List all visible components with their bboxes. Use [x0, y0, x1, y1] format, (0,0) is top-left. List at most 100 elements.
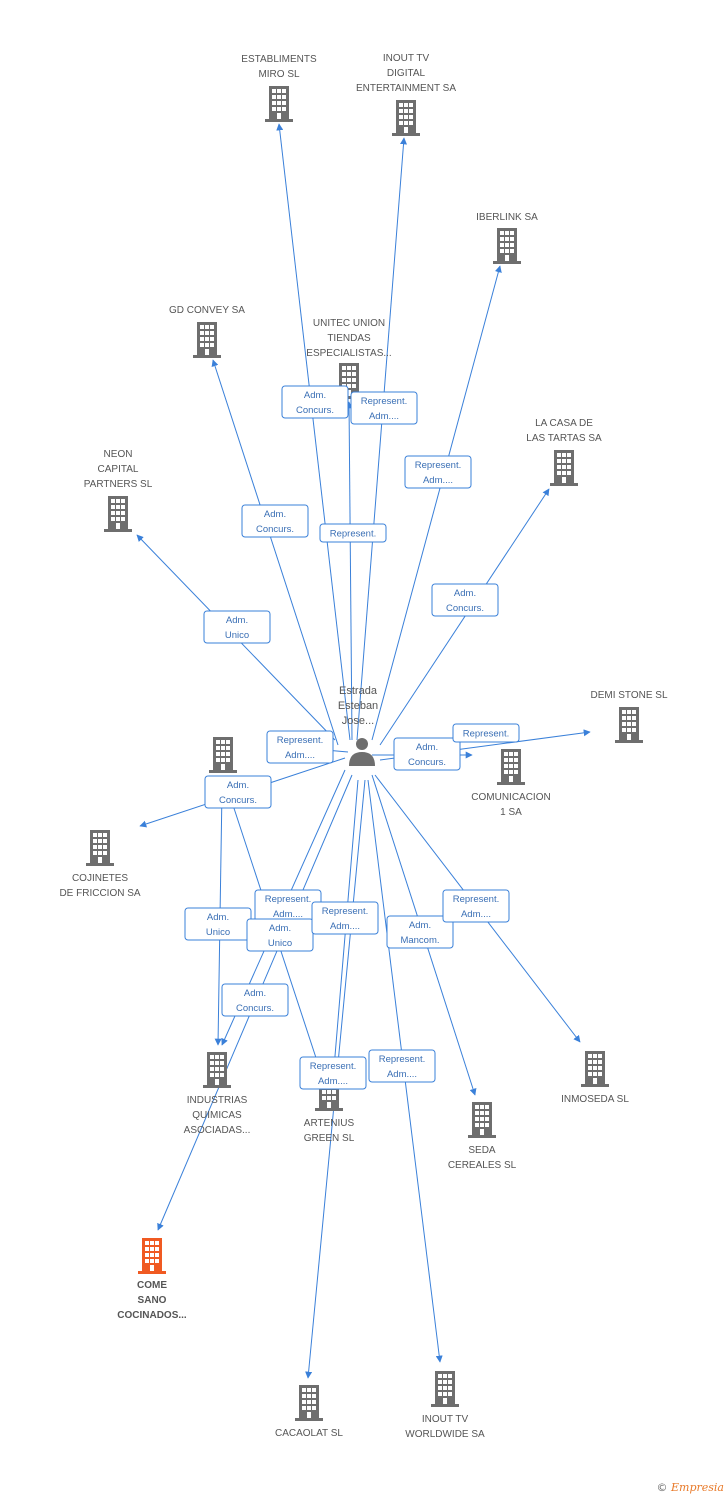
building-icon [138, 1238, 166, 1274]
building-icon [615, 707, 643, 743]
building-icon [392, 100, 420, 136]
building-icon [468, 1102, 496, 1138]
relation-label-r6[interactable]: Adm.Concurs. [431, 583, 499, 617]
company-label-line: ARTENIUS [304, 1118, 355, 1129]
company-label-line: INOUT TV [383, 53, 430, 64]
relation-label-r14[interactable]: Adm.Unico [246, 918, 314, 952]
relation-text-line: Represent. [310, 1061, 356, 1072]
building-icon [295, 1385, 323, 1421]
building-icon [203, 1052, 231, 1088]
company-label-line: TIENDAS [327, 333, 371, 344]
person-name-line: Jose... [342, 715, 374, 727]
relation-text-line: Represent. [277, 735, 323, 746]
relation-text-line: Concurs. [256, 524, 294, 535]
relation-label-r8[interactable]: Represent.Adm.... [266, 730, 334, 764]
relation-label-r15[interactable]: Represent.Adm.... [311, 901, 379, 935]
edge-1 [276, 123, 351, 741]
building-icon [86, 830, 114, 866]
company-label-line: ESTABLIMENTS [241, 54, 317, 65]
company-node-industrias[interactable]: INDUSTRIASQUIMICASASOCIADAS... [184, 1052, 251, 1136]
company-label-line: ENTERTAINMENT SA [356, 83, 456, 94]
relation-label-r7[interactable]: Adm.Unico [203, 610, 271, 644]
company-label-line: 1 SA [500, 807, 522, 818]
company-label-line: CAPITAL [98, 464, 139, 475]
company-label-line: SEDA [468, 1145, 496, 1156]
company-label-line: QUIMICAS [192, 1110, 242, 1121]
relation-label-r3[interactable]: Represent.Adm.... [404, 455, 472, 489]
building-icon [265, 86, 293, 122]
relation-label-r12[interactable]: Adm.Unico [184, 907, 252, 941]
company-node-comunicacion[interactable]: COMUNICACION 1 SA [471, 749, 551, 818]
company-label-line: GD CONVEY SA [169, 305, 245, 316]
company-label-line: COMUNICACION [471, 792, 550, 803]
relation-text-line: Represent. [330, 529, 376, 540]
person-node[interactable]: EstradaEstebanJose... [338, 685, 378, 766]
footer-brand[interactable]: © Empresia [657, 1481, 725, 1494]
person-name-line: Estrada [339, 685, 378, 697]
edge-3 [371, 265, 502, 741]
company-label-line: SANO [138, 1295, 167, 1306]
building-icon [209, 737, 237, 773]
relation-label-r13[interactable]: Represent. Adm.... [254, 889, 322, 923]
relation-text-line: Represent. [463, 729, 509, 740]
company-label-line: COCINADOS... [117, 1310, 187, 1321]
relation-label-r10[interactable]: Represent. [452, 723, 520, 743]
relation-text-line: Adm.... [318, 1076, 348, 1087]
company-label-line: LAS TARTAS SA [526, 433, 602, 444]
relation-text-line: Concurs. [446, 603, 484, 614]
company-node-iberlink[interactable]: IBERLINK SA [476, 212, 538, 264]
relation-text-line: Represent. [265, 894, 311, 905]
relation-text-line: Adm. [226, 615, 248, 626]
relation-label-r2[interactable]: Represent.Adm.... [350, 391, 418, 425]
relation-text-line: Concurs. [408, 757, 446, 768]
company-label-line: PARTNERS SL [84, 479, 153, 490]
company-label-line: INDUSTRIAS [187, 1095, 248, 1106]
company-label-line: DEMI STONE SL [590, 690, 667, 701]
relation-text-line: Adm. [269, 923, 291, 934]
company-label-line: DE FRICCION SA [59, 888, 140, 899]
building-icon [550, 450, 578, 486]
company-label-line: ESPECIALISTAS... [306, 348, 391, 359]
company-node-demi-stone[interactable]: DEMI STONE SL [590, 690, 668, 743]
building-icon [497, 749, 525, 785]
relation-label-r16[interactable]: Adm.Mancom. [386, 915, 454, 949]
relation-label-r1[interactable]: Adm.Concurs. [281, 385, 349, 419]
company-node-inmoseda[interactable]: INMOSEDA SL [561, 1051, 629, 1105]
relation-text-line: Mancom. [400, 935, 439, 946]
building-icon [431, 1371, 459, 1407]
relation-text-line: Concurs. [219, 795, 257, 806]
company-node-come-sano[interactable]: COMESANOCOCINADOS... [117, 1238, 187, 1321]
relation-label-r4[interactable]: Adm.Concurs. [241, 504, 309, 538]
company-label-line: UNITEC UNION [313, 318, 385, 329]
relation-text-line: Adm.... [423, 475, 453, 486]
relation-label-r18[interactable]: Adm.Concurs. [221, 983, 289, 1017]
relation-label-r5[interactable]: Represent. [319, 523, 387, 543]
relation-text-line: Represent. [453, 894, 499, 905]
company-label-line: CEREALES SL [448, 1160, 517, 1171]
company-node-unitec[interactable]: UNITEC UNION TIENDAS ESPECIALISTAS... [306, 318, 392, 399]
relation-text-line: Adm.... [273, 909, 303, 920]
relation-label-r11[interactable]: Adm.Concurs. [204, 775, 272, 809]
company-node-gd-convey[interactable]: GD CONVEY SA [169, 305, 245, 358]
relation-label-r20[interactable]: Represent.Adm.... [368, 1049, 436, 1083]
relation-text-line: Adm.... [330, 921, 360, 932]
person-name-line: Esteban [338, 700, 378, 712]
company-node-seda[interactable]: SEDA CEREALES SL [448, 1102, 517, 1171]
relation-text-line: Concurs. [296, 405, 334, 416]
relation-label-r19[interactable]: Represent. Adm.... [299, 1056, 367, 1090]
relation-text-line: Adm.... [387, 1069, 417, 1080]
relation-label-r9[interactable]: Adm.Concurs. [393, 737, 461, 771]
relation-label-r17[interactable]: Represent. Adm.... [442, 889, 510, 923]
company-node-cacaolat[interactable]: CACAOLAT SL [275, 1385, 343, 1439]
relation-text-line: Adm.... [461, 909, 491, 920]
company-label-line: CACAOLAT SL [275, 1428, 343, 1439]
